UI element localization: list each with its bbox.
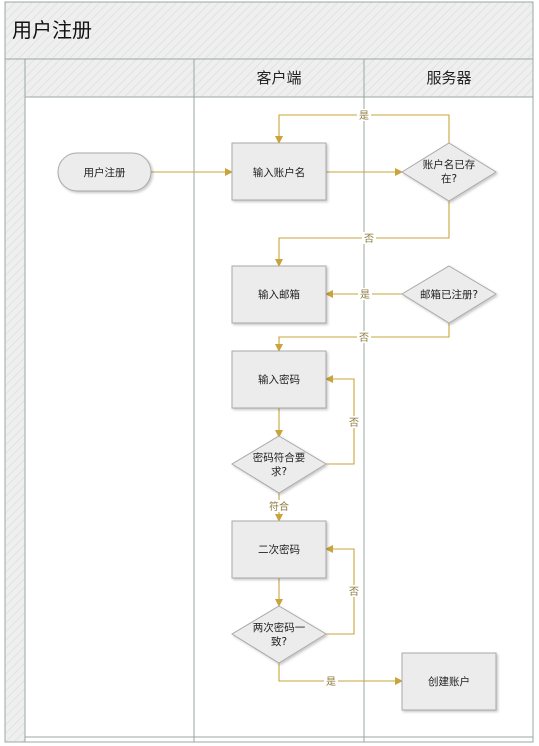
process-box — [231, 265, 327, 324]
check-username-line1: 账户名已存 — [423, 158, 476, 171]
start-terminator — [57, 152, 152, 192]
process-box — [231, 520, 327, 579]
create-account-label: 创建账户 — [428, 675, 470, 688]
label-email-yes: 是 — [360, 289, 370, 301]
process-box — [401, 652, 497, 711]
process-box — [231, 350, 327, 409]
lane-header-client: 客户端 — [256, 69, 301, 87]
decision-diamond — [231, 605, 327, 664]
node-confirm-password: 二次密码 — [231, 520, 327, 579]
label-password-no: 否 — [349, 417, 359, 429]
decision-diamond — [401, 265, 497, 324]
node-create-account: 创建账户 — [401, 652, 497, 711]
node-input-email: 输入邮箱 — [231, 265, 327, 324]
lane-header-row — [24, 58, 534, 98]
node-check-password: 密码符合要 求? — [231, 435, 327, 494]
left-strip — [4, 58, 26, 743]
check-password-line2: 求? — [271, 466, 287, 478]
lane-header-server: 服务器 — [426, 69, 471, 87]
decision-diamond — [401, 142, 497, 202]
node-check-match: 两次密码一 致? — [231, 605, 327, 664]
node-input-password: 输入密码 — [231, 350, 327, 409]
label-match-no: 否 — [349, 586, 359, 598]
title-bar — [4, 1, 534, 60]
check-username-line2: 在? — [441, 173, 457, 185]
label-email-no: 否 — [359, 332, 369, 344]
label-username-yes: 是 — [359, 110, 369, 122]
input-email-label: 输入邮箱 — [258, 288, 300, 301]
start-label: 用户注册 — [84, 166, 126, 179]
check-email-label: 邮箱已注册? — [420, 288, 478, 301]
node-check-username: 账户名已存 在? — [401, 142, 497, 202]
node-start: 用户注册 — [57, 152, 152, 192]
input-username-label: 输入账户名 — [253, 166, 306, 179]
edge-labels: 是 否 是 否 否 符合 否 是 — [267, 109, 376, 688]
decision-diamond — [231, 435, 327, 494]
label-username-no: 否 — [364, 233, 374, 245]
label-password-ok: 符合 — [269, 500, 289, 513]
diagram-title: 用户注册 — [12, 18, 92, 42]
node-input-username: 输入账户名 — [231, 142, 327, 201]
edge-match-yes — [278, 663, 403, 685]
check-match-line1: 两次密码一 — [253, 621, 306, 634]
check-password-line1: 密码符合要 — [253, 451, 306, 464]
input-password-label: 输入密码 — [258, 373, 300, 386]
node-check-email: 邮箱已注册? — [401, 265, 497, 324]
check-match-line2: 致? — [271, 635, 287, 648]
label-match-yes: 是 — [326, 676, 336, 688]
confirm-password-label: 二次密码 — [258, 543, 300, 556]
process-box — [231, 142, 327, 201]
